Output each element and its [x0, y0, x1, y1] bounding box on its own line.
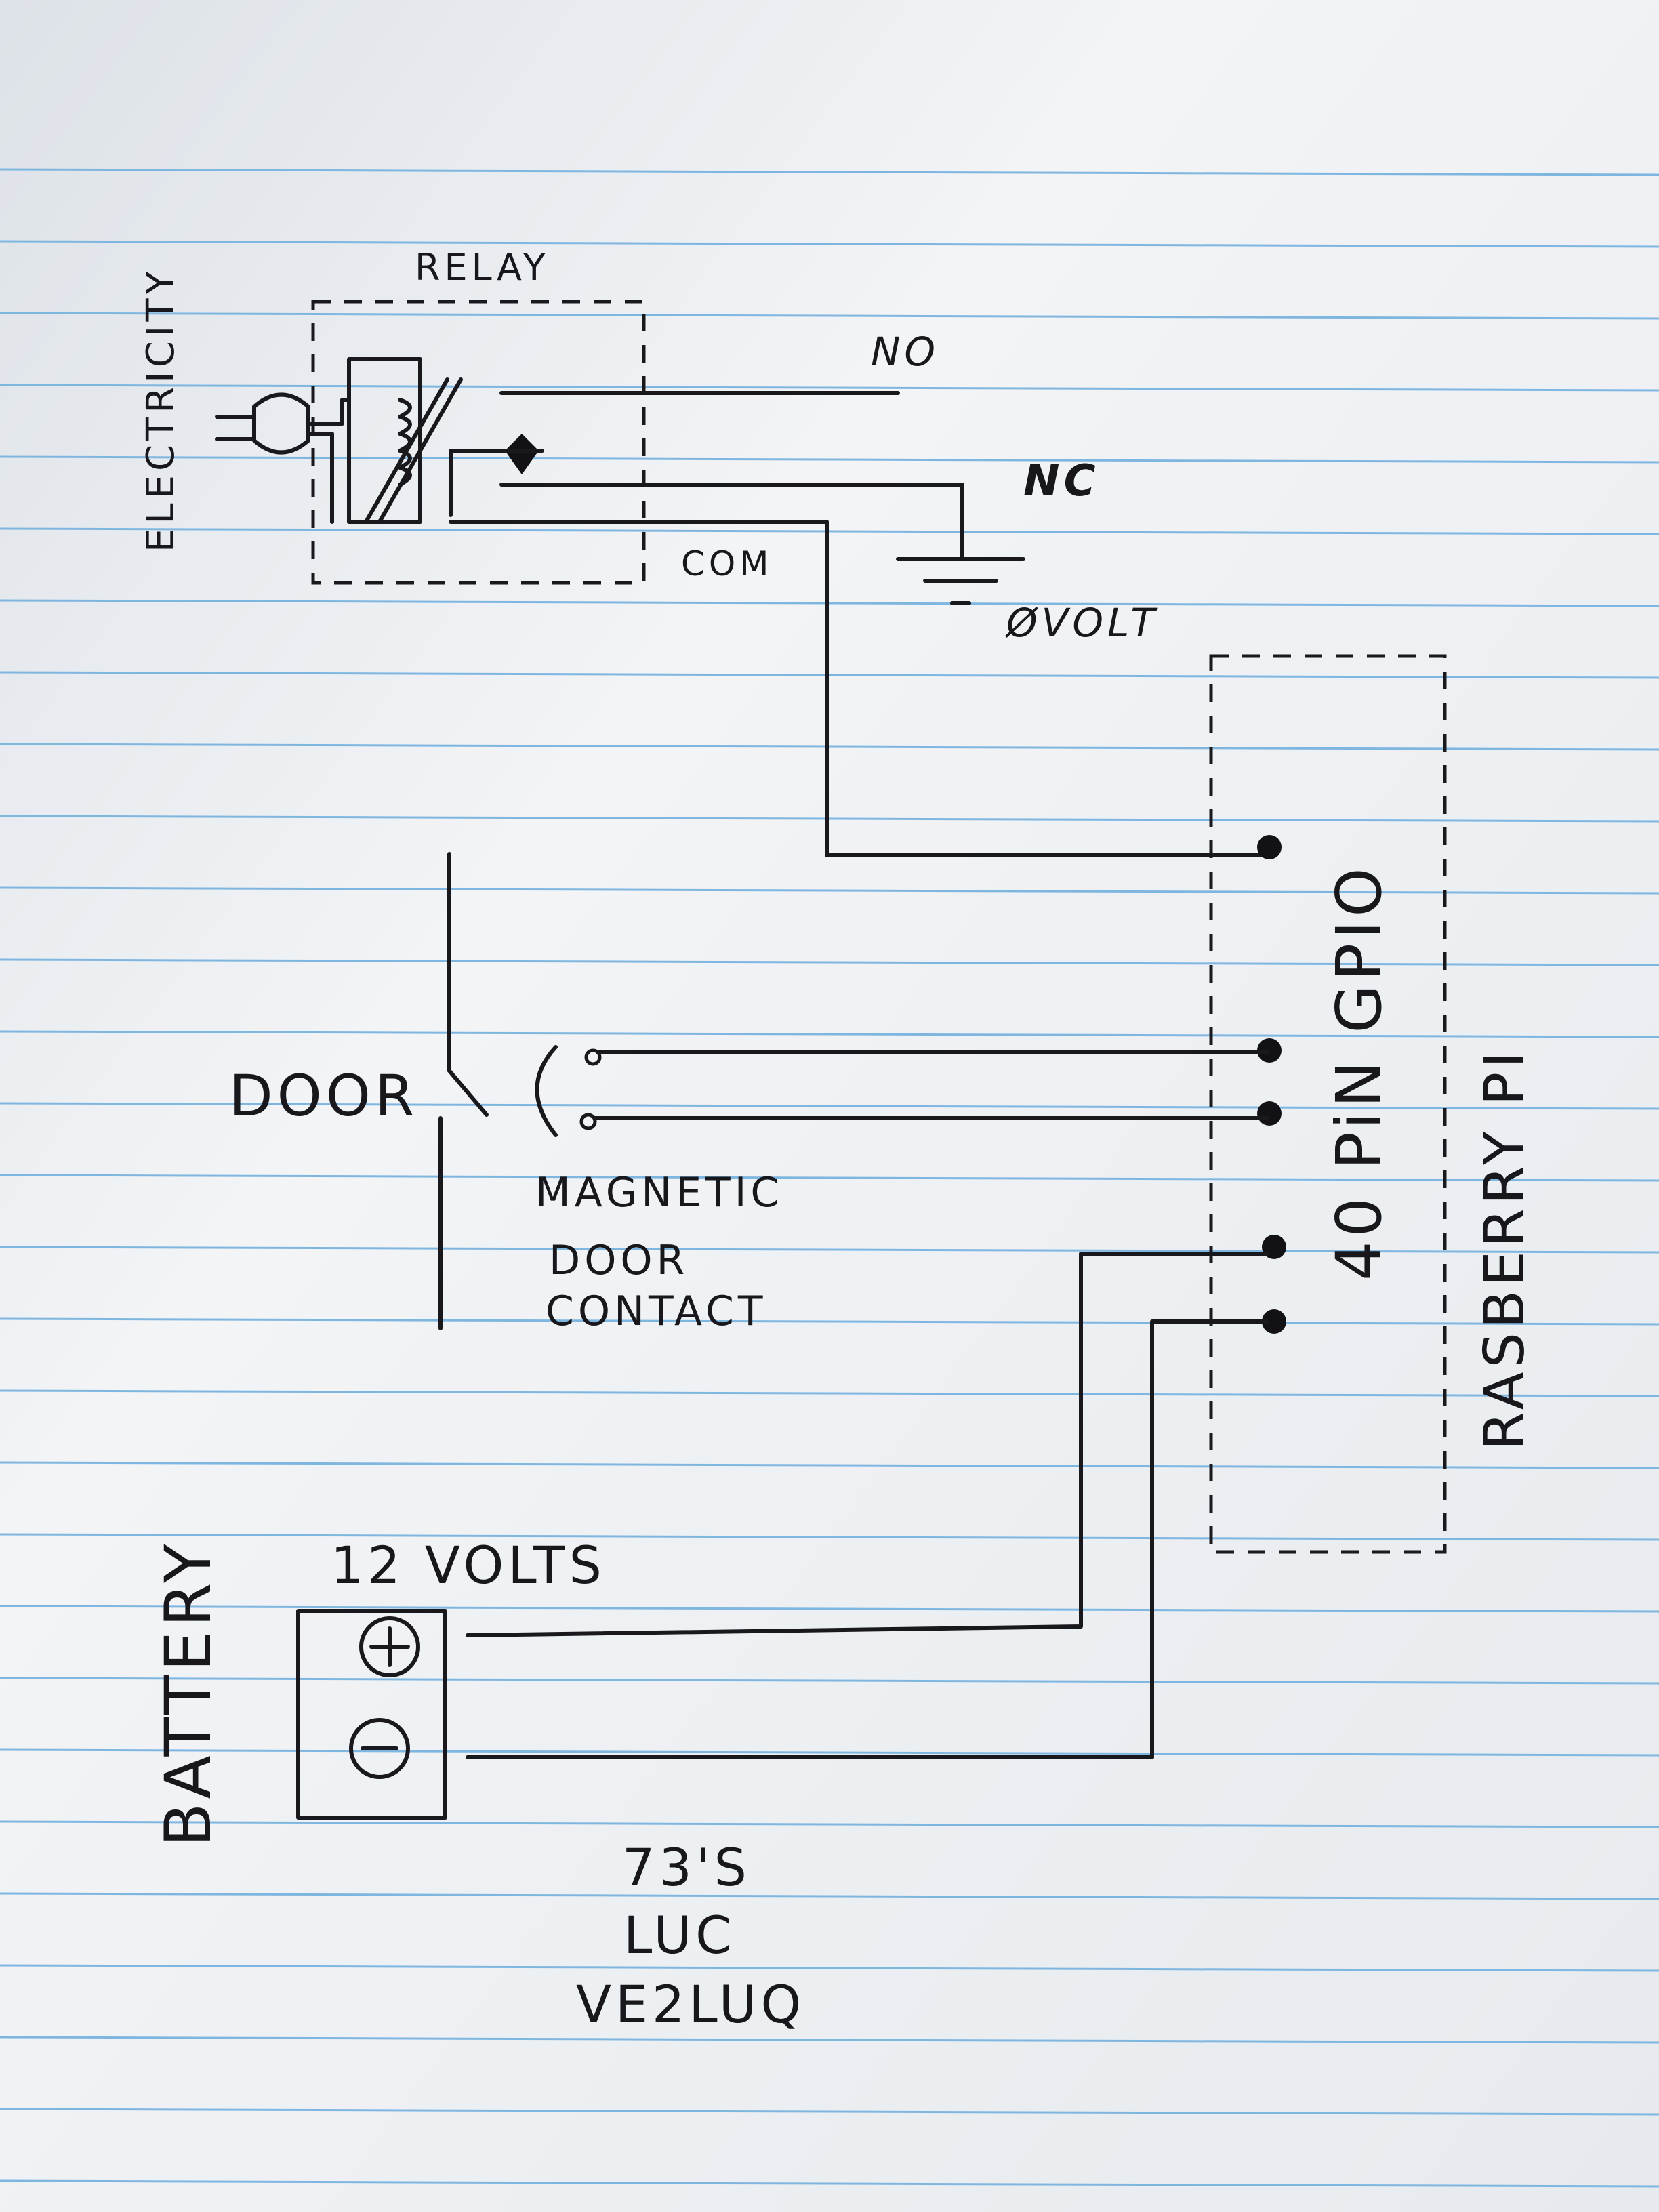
plug-icon — [215, 392, 351, 524]
ruled-line — [0, 1964, 1659, 1972]
battery-negative-terminal — [349, 1718, 410, 1779]
relay-label: RELAY — [415, 246, 550, 289]
gpio-pin-battery-negative — [1262, 1309, 1286, 1334]
battery-positive-terminal — [359, 1616, 420, 1677]
ruled-line — [0, 1030, 1659, 1038]
ruled-line — [0, 1102, 1659, 1110]
volts-label: 12 VOLTS — [331, 1535, 606, 1595]
ruled-line — [0, 2036, 1659, 2044]
electricity-label: ELECTRICITY — [139, 267, 183, 552]
ruled-line — [0, 312, 1659, 320]
door-label: DOOR — [229, 1063, 419, 1129]
ruled-line — [0, 1317, 1659, 1326]
ruled-line — [0, 455, 1659, 464]
com-wire — [449, 520, 1269, 857]
nc-label: NC — [1023, 456, 1100, 506]
relay-coil — [347, 357, 463, 524]
ruled-line — [0, 1892, 1659, 1900]
ruled-line — [0, 1246, 1659, 1254]
relay-switch — [449, 434, 544, 517]
battery-label: BATTERY — [152, 1540, 226, 1847]
ruled-line — [0, 886, 1659, 895]
ruled-line — [0, 1820, 1659, 1828]
magnetic-label: MAGNETIC — [535, 1169, 783, 1216]
ruled-line — [0, 1174, 1659, 1182]
magnetic-contact-symbol — [535, 1045, 602, 1137]
nc-wire — [499, 483, 964, 561]
signoff-callsign: VE2LUQ — [576, 1974, 806, 2034]
gpio-pin-door-b — [1257, 1101, 1282, 1126]
ruled-line — [0, 1461, 1659, 1469]
ruled-line — [0, 958, 1659, 966]
ruled-line — [0, 1605, 1659, 1613]
ruled-line — [0, 240, 1659, 248]
door-contact-line2: CONTACT — [546, 1288, 767, 1335]
gpio-label: 40 PiN GPIO — [1323, 863, 1395, 1281]
raspberry-pi-label: RASBERRY PI — [1473, 1047, 1537, 1450]
battery-negative-wire — [466, 1319, 1269, 1759]
signoff-73s: 73'S — [622, 1837, 751, 1898]
signoff-name: LUC — [623, 1905, 736, 1965]
raspberry-pi-box — [1209, 654, 1447, 1554]
ruled-line — [0, 1533, 1659, 1541]
ruled-line — [0, 743, 1659, 751]
ruled-line — [0, 1389, 1659, 1397]
ground-symbol — [896, 557, 1025, 605]
ruled-line — [0, 168, 1659, 176]
ruled-line — [0, 815, 1659, 823]
battery-positive-wire — [466, 1252, 1269, 1637]
ruled-line — [0, 2179, 1659, 2188]
door-contact-line1: DOOR — [549, 1237, 689, 1284]
gpio-pin-door-a — [1257, 1038, 1282, 1063]
ruled-lines — [0, 168, 1659, 2188]
relay-box — [311, 300, 646, 585]
ruled-line — [0, 527, 1659, 535]
door-symbol — [438, 852, 489, 1330]
ruled-line — [0, 1748, 1659, 1757]
ruled-line — [0, 671, 1659, 679]
no-label: NO — [871, 329, 940, 375]
ruled-line — [0, 384, 1659, 392]
zero-volt-label: ØVOLT — [1006, 600, 1159, 646]
gpio-pin-relay — [1257, 835, 1282, 859]
ruled-line — [0, 1677, 1659, 1685]
ruled-line — [0, 2108, 1659, 2116]
battery-box — [296, 1609, 447, 1820]
ruled-line — [0, 599, 1659, 607]
com-label: COM — [681, 544, 773, 583]
